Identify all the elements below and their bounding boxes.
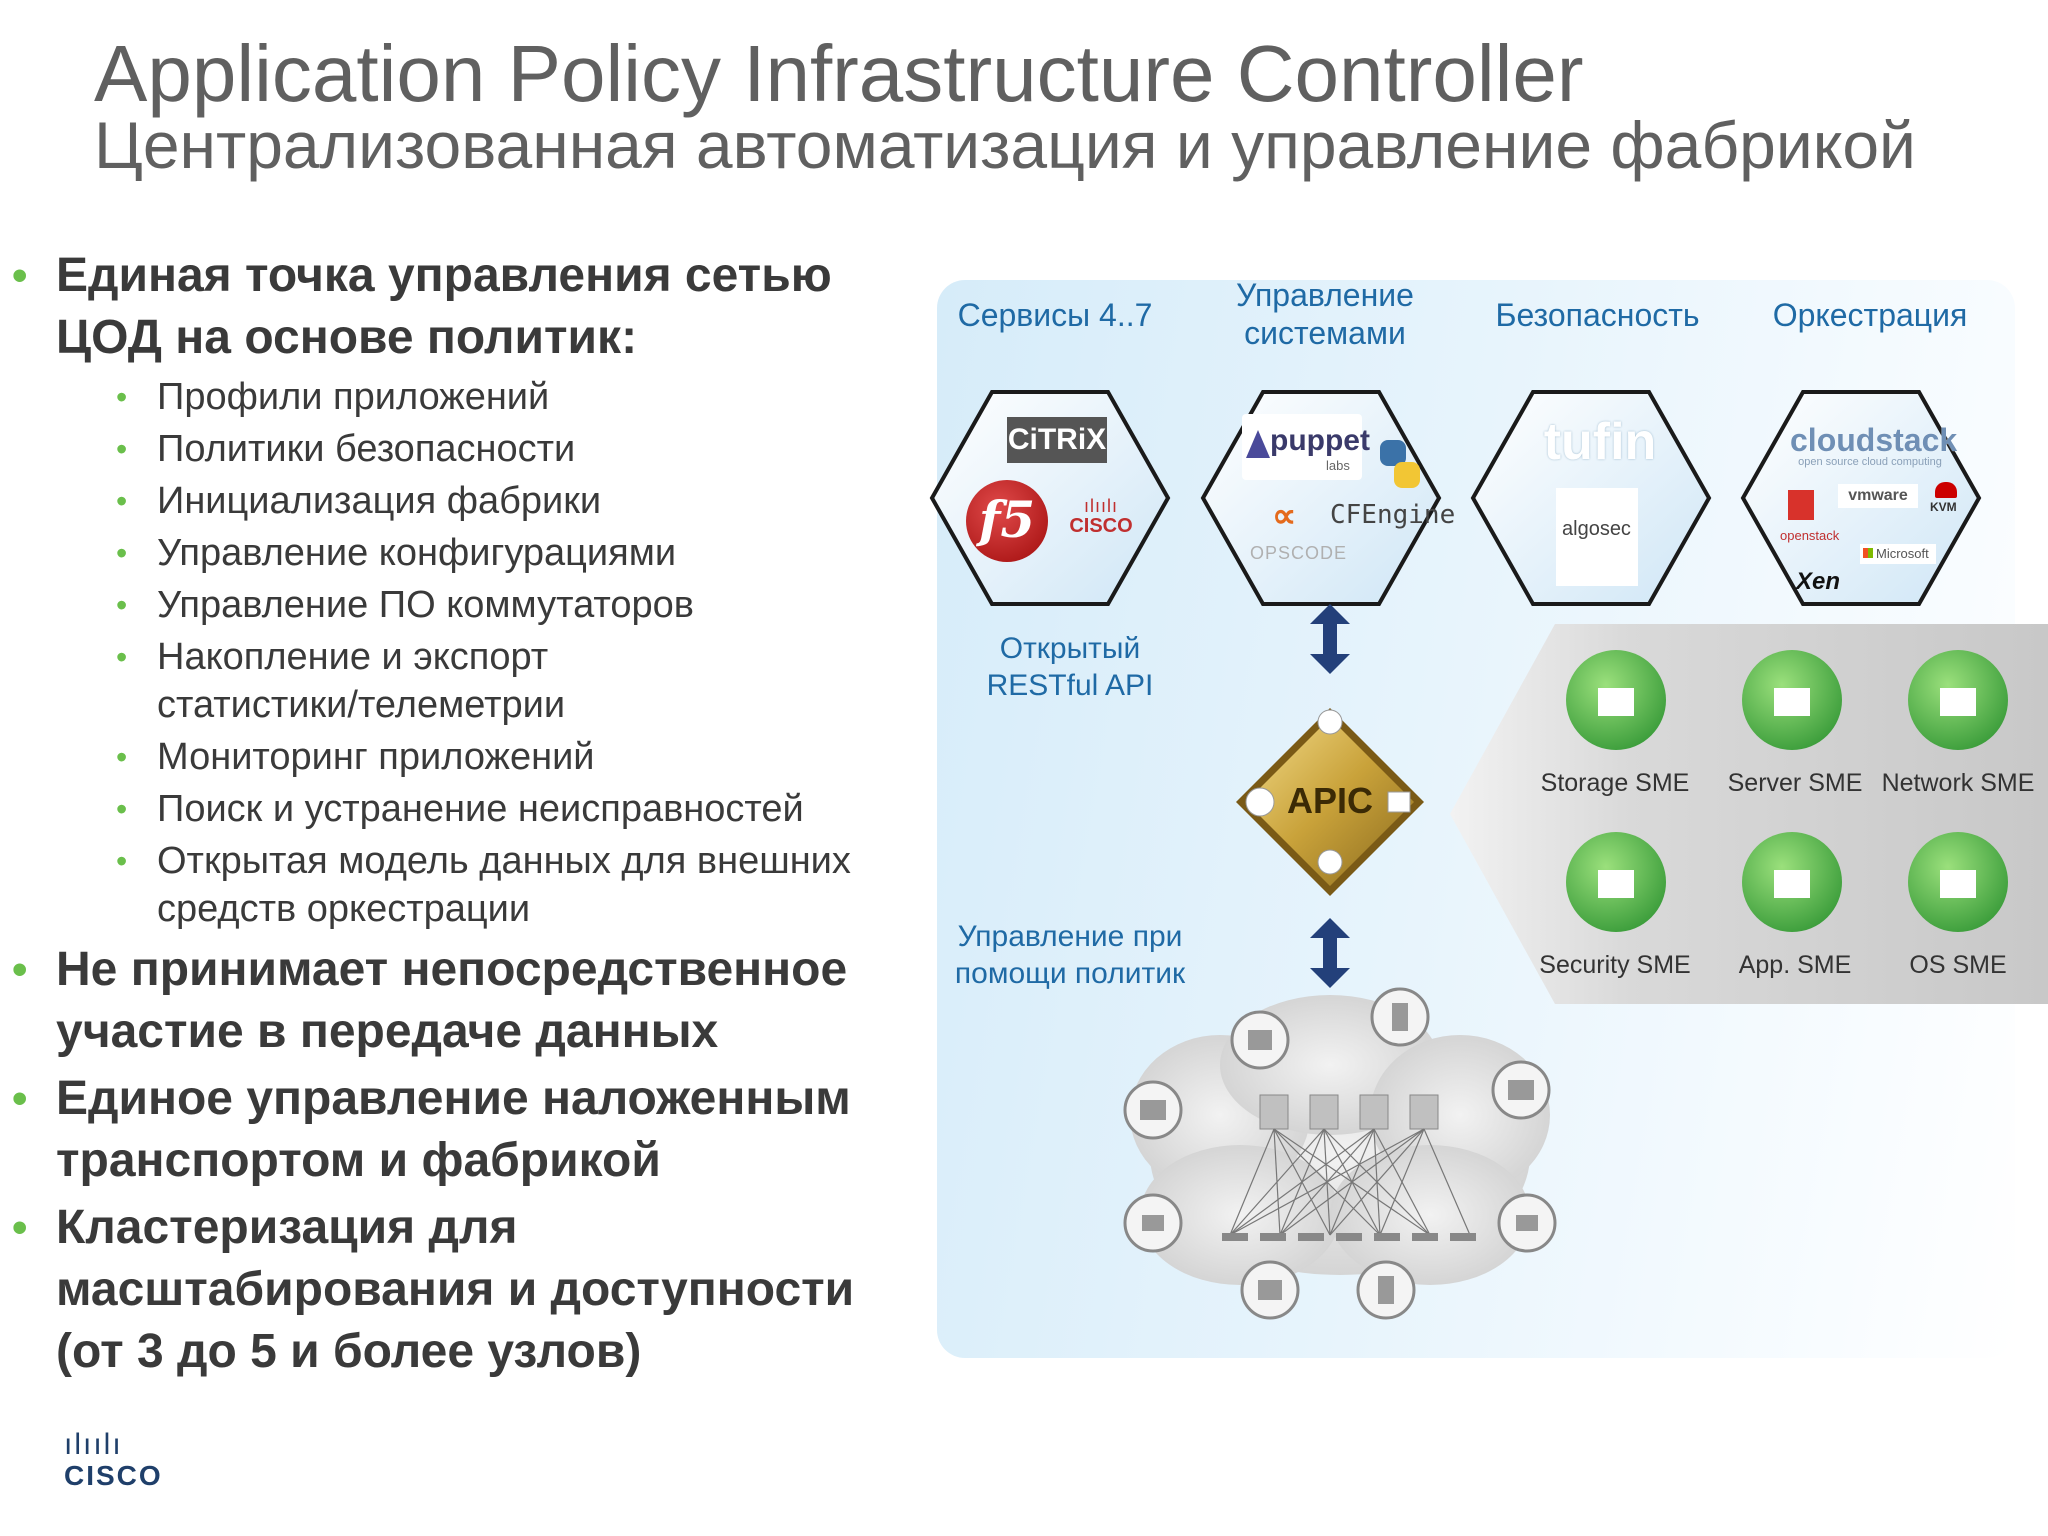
security-sme-icon (1566, 832, 1666, 932)
gauge-icon (1245, 787, 1275, 817)
sme-label-app: App. SME (1738, 951, 1852, 979)
sub-bullet: Управление ПО коммутаторов (116, 581, 912, 629)
microsoft-logo: Microsoft (1860, 544, 1936, 564)
category-services: Сервисы 4..7 (957, 297, 1153, 333)
storage-sme-icon (1566, 650, 1666, 750)
sub-bullet: Инициализация фабрики (116, 477, 912, 525)
cloudstack-logo: cloudstack (1790, 422, 1958, 458)
endpoint-nodes (1123, 987, 1557, 1320)
sme-label-security: Security SME (1539, 951, 1691, 979)
bullet-list: Единая точка управления сетью ЦОД на осн… (12, 245, 912, 1383)
sub-bullet-line: Накопление и экспорт (157, 636, 549, 678)
cisco-logo-small: ılıılı CISCO (1066, 497, 1136, 538)
sub-bullet-line: статистики/телеметрии (157, 684, 566, 726)
puppet-logo: puppet labs (1242, 414, 1370, 480)
sme-label-storage: Storage SME (1540, 769, 1690, 797)
bullet-text-line: участие в передаче данных (56, 1005, 719, 1058)
sub-bullet-line: Открытая модель данных для внешних (157, 840, 851, 882)
app-sme-icon (1742, 832, 1842, 932)
xen-logo: Xen (1796, 568, 1841, 595)
os-sme-icon (1908, 832, 2008, 932)
user-icon (1317, 709, 1343, 735)
category-line: Управление (1236, 277, 1414, 313)
vmware-logo: vmware (1838, 484, 1918, 508)
bullet-text-line: Не принимает непосредственное (56, 943, 848, 996)
bullet-text-line: Единая точка управления сетью (56, 249, 832, 302)
apic-controller (1236, 708, 1424, 896)
sub-bullet: Накопление и экспорт статистики/телеметр… (116, 633, 912, 729)
sub-bullet: Поиск и устранение неисправностей (116, 785, 912, 833)
slide-subtitle: Централизованная автоматизация и управле… (94, 108, 1916, 182)
bullet-text-line: транспортом и фабрикой (56, 1134, 661, 1187)
microsoft-wordmark: Microsoft (1876, 546, 1929, 561)
policy-line: помощи политик (954, 957, 1186, 990)
sub-bullet-line: средств оркестрации (157, 888, 531, 930)
cfengine-logo: CFEngine (1330, 500, 1456, 530)
policy-line: Управление при (957, 920, 1183, 953)
sme-label-server: Server SME (1727, 769, 1863, 797)
sub-bullet: Мониторинг приложений (116, 733, 912, 781)
bullet-no-data-path: Не принимает непосредственное участие в … (12, 939, 912, 1063)
category-systems-management: Управление системами (1205, 276, 1445, 352)
slide-title: Application Policy Infrastructure Contro… (94, 29, 1584, 118)
fabric-links (1229, 1128, 1471, 1236)
algosec-logo: algosec (1556, 488, 1638, 586)
policy-management-label: Управление при помощи политик (945, 918, 1195, 992)
sme-label-network: Network SME (1881, 769, 2035, 797)
server-sme-icon (1742, 650, 1842, 750)
cisco-wordmark: CISCO (1069, 515, 1133, 537)
opscode-icon: ∝ (1272, 497, 1297, 535)
restful-line: Открытый (999, 632, 1141, 665)
cloudstack-sub: open source cloud computing (1798, 456, 1942, 468)
algosec-wordmark: algosec (1562, 518, 1631, 540)
bullet-text-line: Единое управление наложенным (56, 1072, 851, 1125)
sub-bullet: Открытая модель данных для внешних средс… (116, 837, 912, 933)
sub-bullet: Профили приложений (116, 373, 912, 421)
leaf-switches (1222, 1233, 1476, 1241)
category-line: системами (1244, 315, 1406, 351)
lock-icon (1387, 791, 1411, 813)
bullet-text-line: ЦОД на основе политик: (56, 311, 638, 364)
restful-line: RESTful API (986, 669, 1154, 702)
category-orchestration: Оркестрация (1772, 297, 1968, 333)
bullet-text-line: Кластеризация для (56, 1201, 518, 1254)
puppet-wordmark: puppet (1270, 424, 1370, 457)
redhat-icon (1935, 482, 1957, 498)
double-arrow-top-icon (1310, 604, 1350, 674)
sme-label-os: OS SME (1909, 951, 2007, 979)
python-icon (1380, 440, 1420, 488)
bullet-single-point: Единая точка управления сетью ЦОД на осн… (12, 245, 912, 369)
opscode-wordmark: OPSCODE (1250, 543, 1348, 563)
cisco-bars-icon: ılıılı (64, 1428, 123, 1461)
cisco-bars-icon: ılıılı (1083, 496, 1118, 516)
restful-api-label: Открытый RESTful API (955, 630, 1185, 704)
puppet-sub: labs (1326, 458, 1350, 473)
network-sme-icon (1908, 650, 2008, 750)
openstack-icon (1788, 490, 1814, 520)
bullet-text-line: (от 3 до 5 и более узлов) (56, 1325, 642, 1378)
fabric-cloud (1130, 995, 1550, 1285)
windows-icon (1863, 548, 1873, 558)
apic-label: APIC (1286, 780, 1373, 821)
sub-bullet: Политики безопасности (116, 425, 912, 473)
sme-icons (1566, 650, 2008, 932)
puppet-icon (1246, 430, 1270, 458)
cisco-footer-logo: ılıılı CISCO (64, 1430, 163, 1492)
f5-logo: f5 (966, 480, 1048, 562)
clock-icon (1317, 849, 1343, 875)
bullet-unified-overlay: Единое управление наложенным транспортом… (12, 1068, 912, 1192)
double-arrow-bottom-icon (1310, 918, 1350, 988)
bullet-clustering: Кластеризация для масштабирования и дост… (12, 1197, 912, 1383)
cisco-footer-wordmark: CISCO (64, 1460, 163, 1491)
sub-bullet: Управление конфигурациями (116, 529, 912, 577)
category-security: Безопасность (1495, 297, 1700, 333)
tufin-logo: tufin (1543, 413, 1657, 471)
openstack-wordmark: openstack (1780, 528, 1840, 543)
citrix-logo: CiTRiX (1007, 417, 1107, 463)
bullet-text-line: масштабирования и доступности (56, 1263, 855, 1316)
kvm-wordmark: KVM (1930, 500, 1957, 514)
